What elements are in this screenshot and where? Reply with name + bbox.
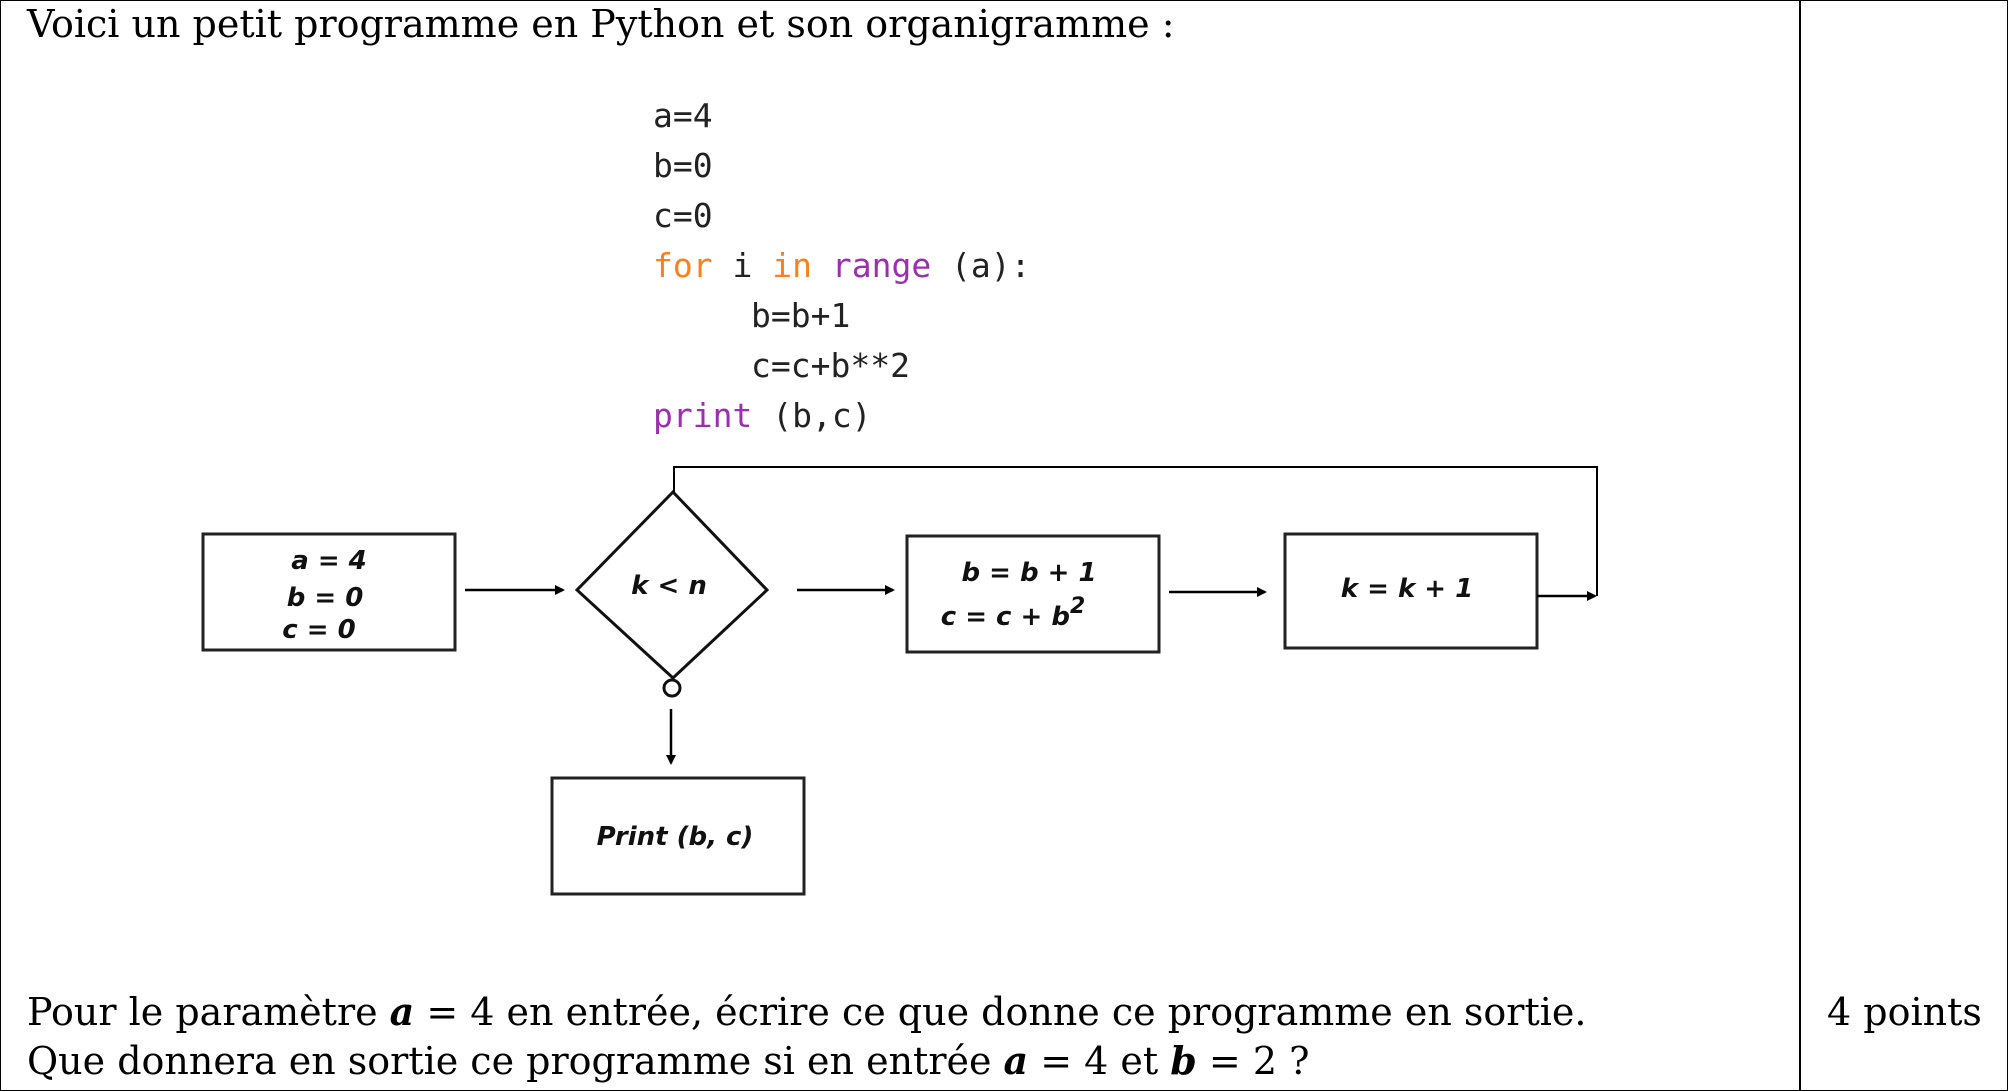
question-2-text-b: = 4 et <box>1028 1039 1171 1083</box>
output-label: Print (b, c) <box>597 822 754 852</box>
increment-label: k = k + 1 <box>1341 574 1473 604</box>
update-b-label: b = b + 1 <box>961 558 1096 588</box>
in-keyword: in <box>772 246 812 285</box>
print-args: (b,c) <box>752 396 872 435</box>
update-c-exponent: 2 <box>1070 594 1085 619</box>
code-line-3: c=0 <box>653 196 713 235</box>
question-2-text-c: = 2 ? <box>1196 1039 1310 1083</box>
for-keyword: for <box>653 246 713 285</box>
flow-condition-diamond: k < n <box>574 489 770 698</box>
condition-label: k < n <box>631 571 707 601</box>
flow-update-box: b = b + 1 c = c + b2 <box>905 534 1161 654</box>
question-2-var-a: a <box>1003 1038 1029 1083</box>
loop-variable: i <box>712 246 773 285</box>
code-line-body-2: c=c+b**2 <box>751 346 910 385</box>
points-cell: 4 points <box>1801 1 2007 1090</box>
points-label: 4 points <box>1827 990 1982 1034</box>
code-line-1: a=4 <box>653 96 713 135</box>
code-line-for: for i in range (a): <box>653 241 1031 291</box>
question-2-var-b: b <box>1170 1038 1197 1083</box>
range-args: (a): <box>931 246 1031 285</box>
question-1-text-a: Pour le paramètre <box>27 990 390 1034</box>
question-2-text-a: Que donnera en sortie ce programme si en… <box>27 1039 1004 1083</box>
init-c-label: c = 0 <box>282 615 355 645</box>
flowchart: a = 4 b = 0 c = 0 k < n b = b + 1 c = c … <box>201 466 1598 896</box>
range-builtin: range <box>831 246 932 285</box>
code-line-print: print (b,c) <box>653 391 1031 441</box>
update-c-base: c = c + b <box>941 602 1070 632</box>
flow-increment-box: k = k + 1 <box>1283 532 1539 650</box>
init-b-label: b = 0 <box>287 583 364 613</box>
update-c-label: c = c + b2 <box>941 594 1086 632</box>
question-1-var-a: a <box>389 989 415 1034</box>
print-builtin: print <box>653 396 753 435</box>
question-line-1: Pour le paramètre a = 4 en entrée, écrir… <box>27 989 1586 1035</box>
code-line-body-1: b=b+1 <box>751 296 851 335</box>
init-a-label: a = 4 <box>291 546 367 576</box>
python-code-block: a=4 b=0 c=0 for i in range (a): b=b+1 c=c+b**… <box>653 91 1031 441</box>
flow-output-box: Print (b, c) <box>550 776 806 896</box>
intro-text: Voici un petit programme en Python et so… <box>27 2 1175 46</box>
condition-exit-connector <box>662 678 682 698</box>
flow-init-box: a = 4 b = 0 c = 0 <box>201 532 457 652</box>
loop-back-line <box>673 466 1598 596</box>
code-line-2: b=0 <box>653 146 713 185</box>
exercise-content-cell: Voici un petit programme en Python et so… <box>1 1 1801 1090</box>
question-line-2: Que donnera en sortie ce programme si en… <box>27 1038 1309 1084</box>
question-1-text-b: = 4 en entrée, écrire ce que donne ce pr… <box>414 990 1587 1034</box>
